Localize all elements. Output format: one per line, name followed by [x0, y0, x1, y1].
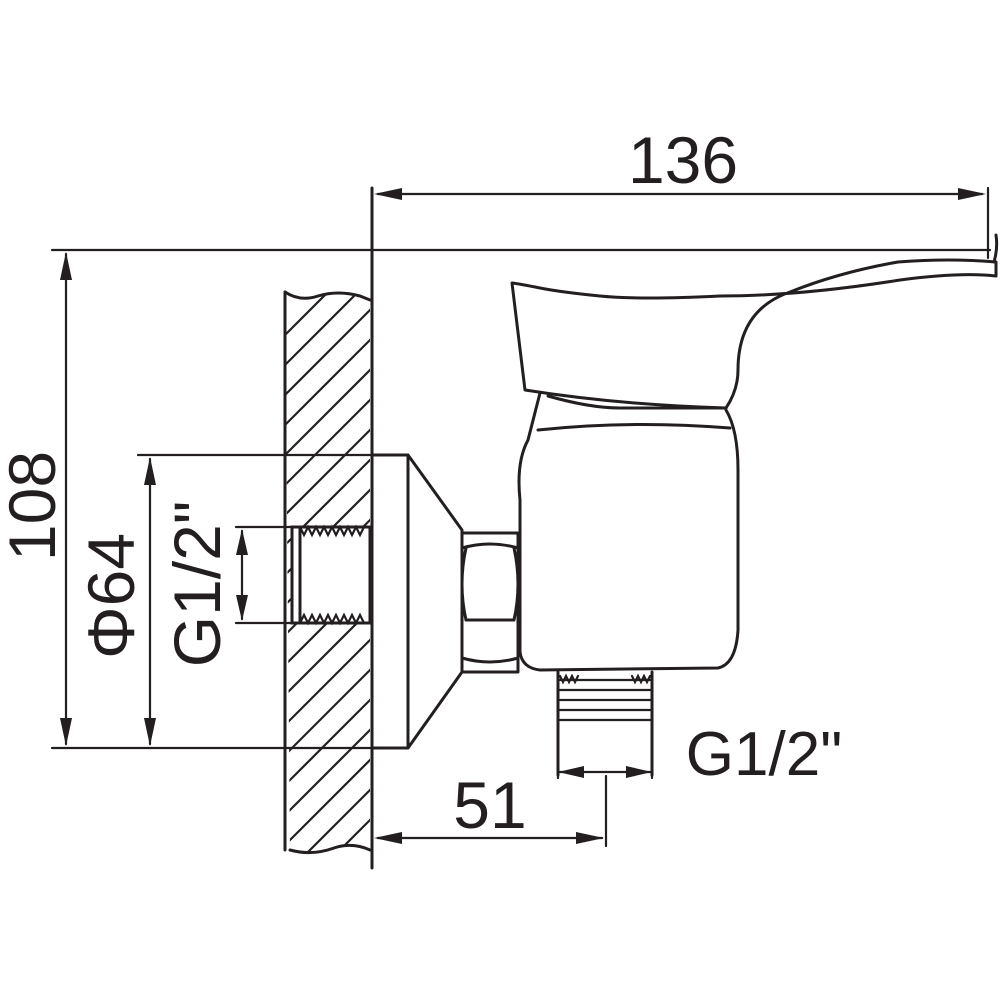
label-inlet-thread: G1/2" — [160, 501, 234, 668]
outlet-fitting — [556, 670, 654, 777]
inlet-pipe — [290, 524, 372, 626]
dimension-overall-height — [50, 248, 992, 750]
outlet-thread-lines — [558, 678, 652, 722]
dimension-overall-length — [374, 186, 990, 260]
hex-nut — [460, 531, 520, 674]
dimension-outlet-thread — [556, 766, 654, 780]
dimension-flange-diameter — [136, 453, 410, 746]
inlet-thread-bottom — [298, 612, 366, 626]
label-outlet-offset: 51 — [453, 768, 526, 842]
dimension-outlet-offset — [374, 774, 608, 848]
label-flange-diameter: Φ64 — [74, 533, 148, 659]
escutcheon-flange — [370, 453, 464, 750]
mixer-body — [517, 391, 740, 672]
label-overall-length: 136 — [628, 123, 738, 197]
dimension-inlet-thread — [234, 525, 294, 625]
label-overall-height: 108 — [0, 451, 69, 561]
lever-handle — [510, 233, 999, 410]
inlet-thread-top — [298, 524, 366, 538]
label-outlet-thread: G1/2" — [686, 720, 842, 789]
